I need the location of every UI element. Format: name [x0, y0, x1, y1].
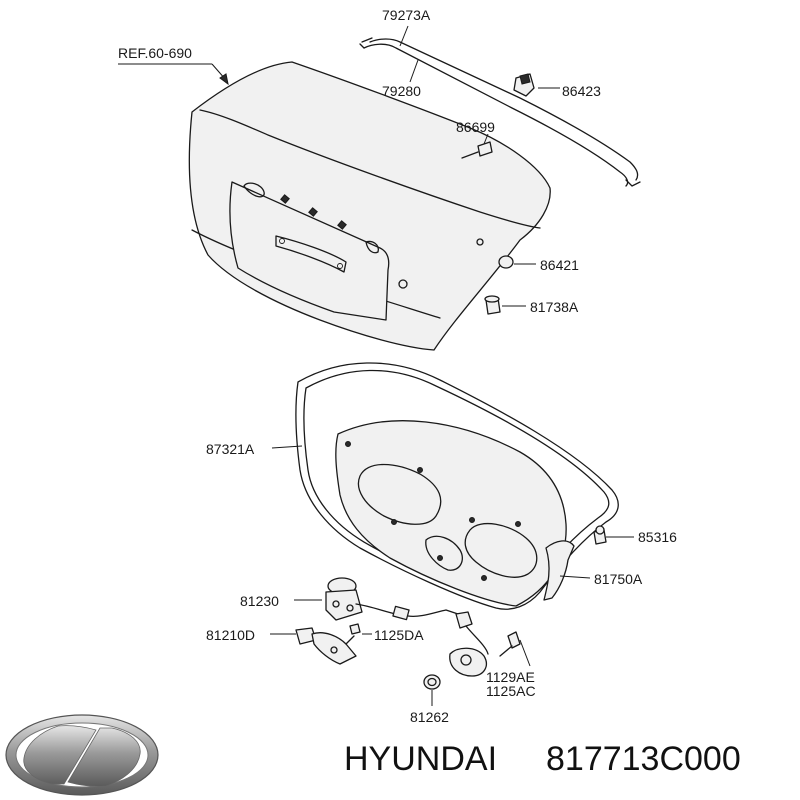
- trunk-inner-trim: [335, 420, 567, 607]
- trunk-lid: [188, 61, 551, 351]
- torsion-rods: [359, 37, 641, 187]
- label-86699: 86699: [456, 119, 495, 135]
- actuator-81210D: [295, 627, 357, 665]
- leader-79280: [409, 59, 419, 83]
- hyundai-logo-icon: [5, 714, 159, 796]
- screw-1125DA: [349, 623, 361, 635]
- label-87321A: 87321A: [206, 441, 255, 457]
- label-86423: 86423: [562, 83, 601, 99]
- label-ref: REF.60-690: [118, 45, 192, 61]
- leader-86699: [483, 133, 489, 145]
- clip-85316: [593, 525, 607, 545]
- label-1129AE: 1129AE: [486, 669, 535, 685]
- label-81738A: 81738A: [530, 299, 579, 315]
- label-81262: 81262: [410, 709, 449, 725]
- label-1125DA: 1125DA: [374, 627, 424, 643]
- label-86421: 86421: [540, 257, 579, 273]
- bracket-86423: [513, 73, 535, 97]
- leader-79273A: [399, 25, 409, 47]
- ref-arrowhead: [219, 73, 229, 86]
- bumper-81738A: [484, 295, 501, 315]
- label-79280: 79280: [382, 83, 421, 99]
- latch-81230: [325, 577, 459, 621]
- label-85316: 85316: [638, 529, 677, 545]
- part-number: 817713C000: [546, 740, 741, 778]
- label-81750A: 81750A: [594, 571, 643, 587]
- bolt-86699: [461, 141, 493, 159]
- molding-81750A: [543, 540, 575, 601]
- label-79273A: 79273A: [382, 7, 431, 23]
- grommet-81262: [423, 674, 441, 690]
- leader-81750A: [559, 575, 591, 579]
- label-81210D: 81210D: [206, 627, 255, 643]
- bumper-86421: [498, 255, 514, 269]
- lock-cylinder: [449, 611, 521, 677]
- brand-name: HYUNDAI: [344, 740, 497, 778]
- leader-1129AE: [519, 639, 531, 667]
- label-1125AC: 1125AC: [486, 683, 536, 699]
- leader-87321A: [271, 445, 303, 449]
- label-81230: 81230: [240, 593, 279, 609]
